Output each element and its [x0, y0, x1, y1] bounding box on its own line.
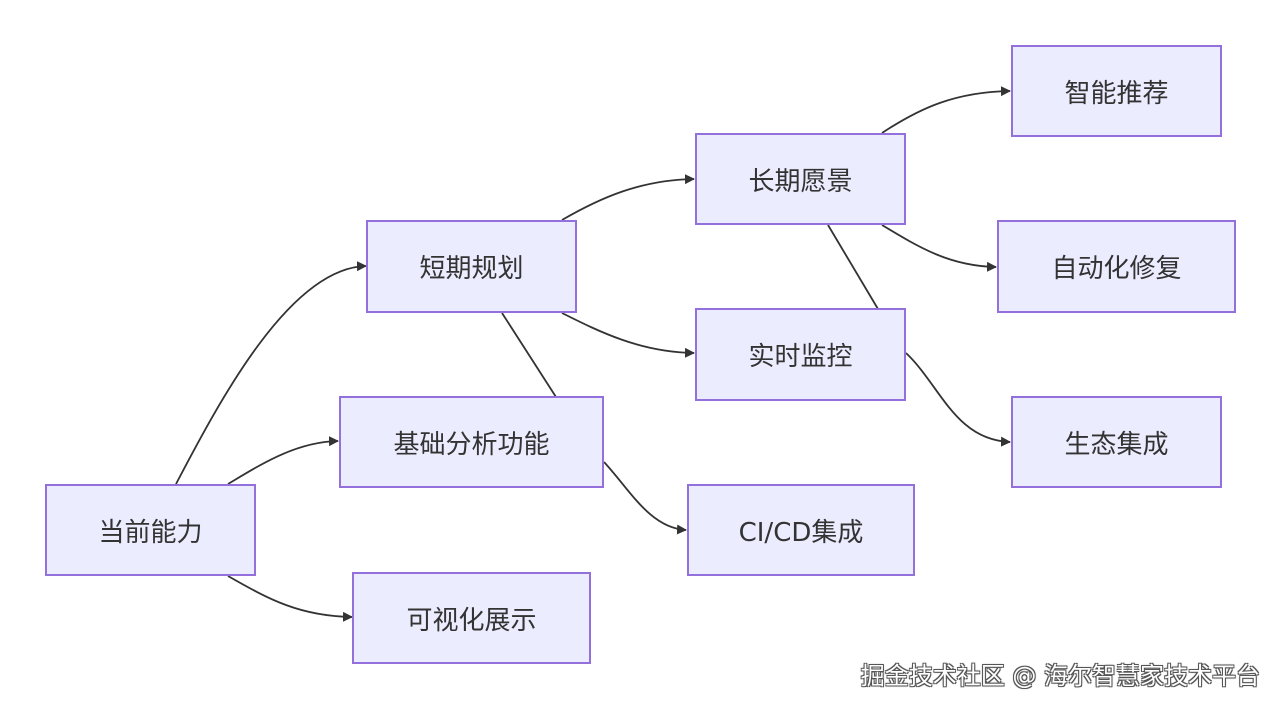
node-visualization-label: 可视化展示 — [406, 605, 537, 636]
edge-long-term-to-smart-recommend — [881, 86, 1011, 134]
node-realtime-monitor-label: 实时监控 — [748, 342, 853, 372]
edge-short-term-to-long-term — [561, 174, 695, 221]
edge-basic-analysis-to-cicd — [603, 461, 687, 535]
node-smart-recommend: 智能推荐 — [1011, 45, 1222, 137]
edge-realtime-to-ecosystem — [905, 352, 1011, 447]
edge-long-term-to-auto-repair — [881, 224, 997, 272]
node-basic-analysis-label: 基础分析功能 — [393, 429, 550, 460]
node-realtime-monitor: 实时监控 — [695, 308, 906, 401]
node-smart-recommend-label: 智能推荐 — [1064, 78, 1169, 109]
node-current: 当前能力 — [45, 484, 256, 576]
node-auto-repair-label: 自动化修复 — [1051, 254, 1182, 284]
node-cicd: CI/CD集成 — [687, 484, 915, 576]
node-auto-repair: 自动化修复 — [997, 220, 1236, 313]
node-short-term: 短期规划 — [366, 220, 577, 313]
watermark: 掘金技术社区 @ 海尔智慧家技术平台 — [860, 662, 1260, 690]
edge-current-to-visualization — [227, 575, 353, 622]
node-basic-analysis: 基础分析功能 — [339, 396, 604, 488]
node-short-term-label: 短期规划 — [419, 254, 524, 284]
node-ecosystem-label: 生态集成 — [1064, 429, 1169, 460]
edge-long-term-to-realtime — [827, 224, 879, 310]
edge-current-to-basic-analysis — [227, 436, 339, 485]
edge-short-term-to-realtime — [561, 312, 695, 358]
node-current-label: 当前能力 — [98, 517, 203, 548]
node-long-term-label: 长期愿景 — [748, 166, 853, 197]
node-ecosystem: 生态集成 — [1011, 396, 1222, 488]
node-visualization: 可视化展示 — [352, 572, 591, 664]
node-cicd-label: CI/CD集成 — [738, 517, 864, 548]
node-long-term: 长期愿景 — [695, 133, 906, 225]
edge-short-term-to-basic-analysis — [501, 312, 557, 398]
edge-current-to-short-term — [175, 261, 367, 485]
